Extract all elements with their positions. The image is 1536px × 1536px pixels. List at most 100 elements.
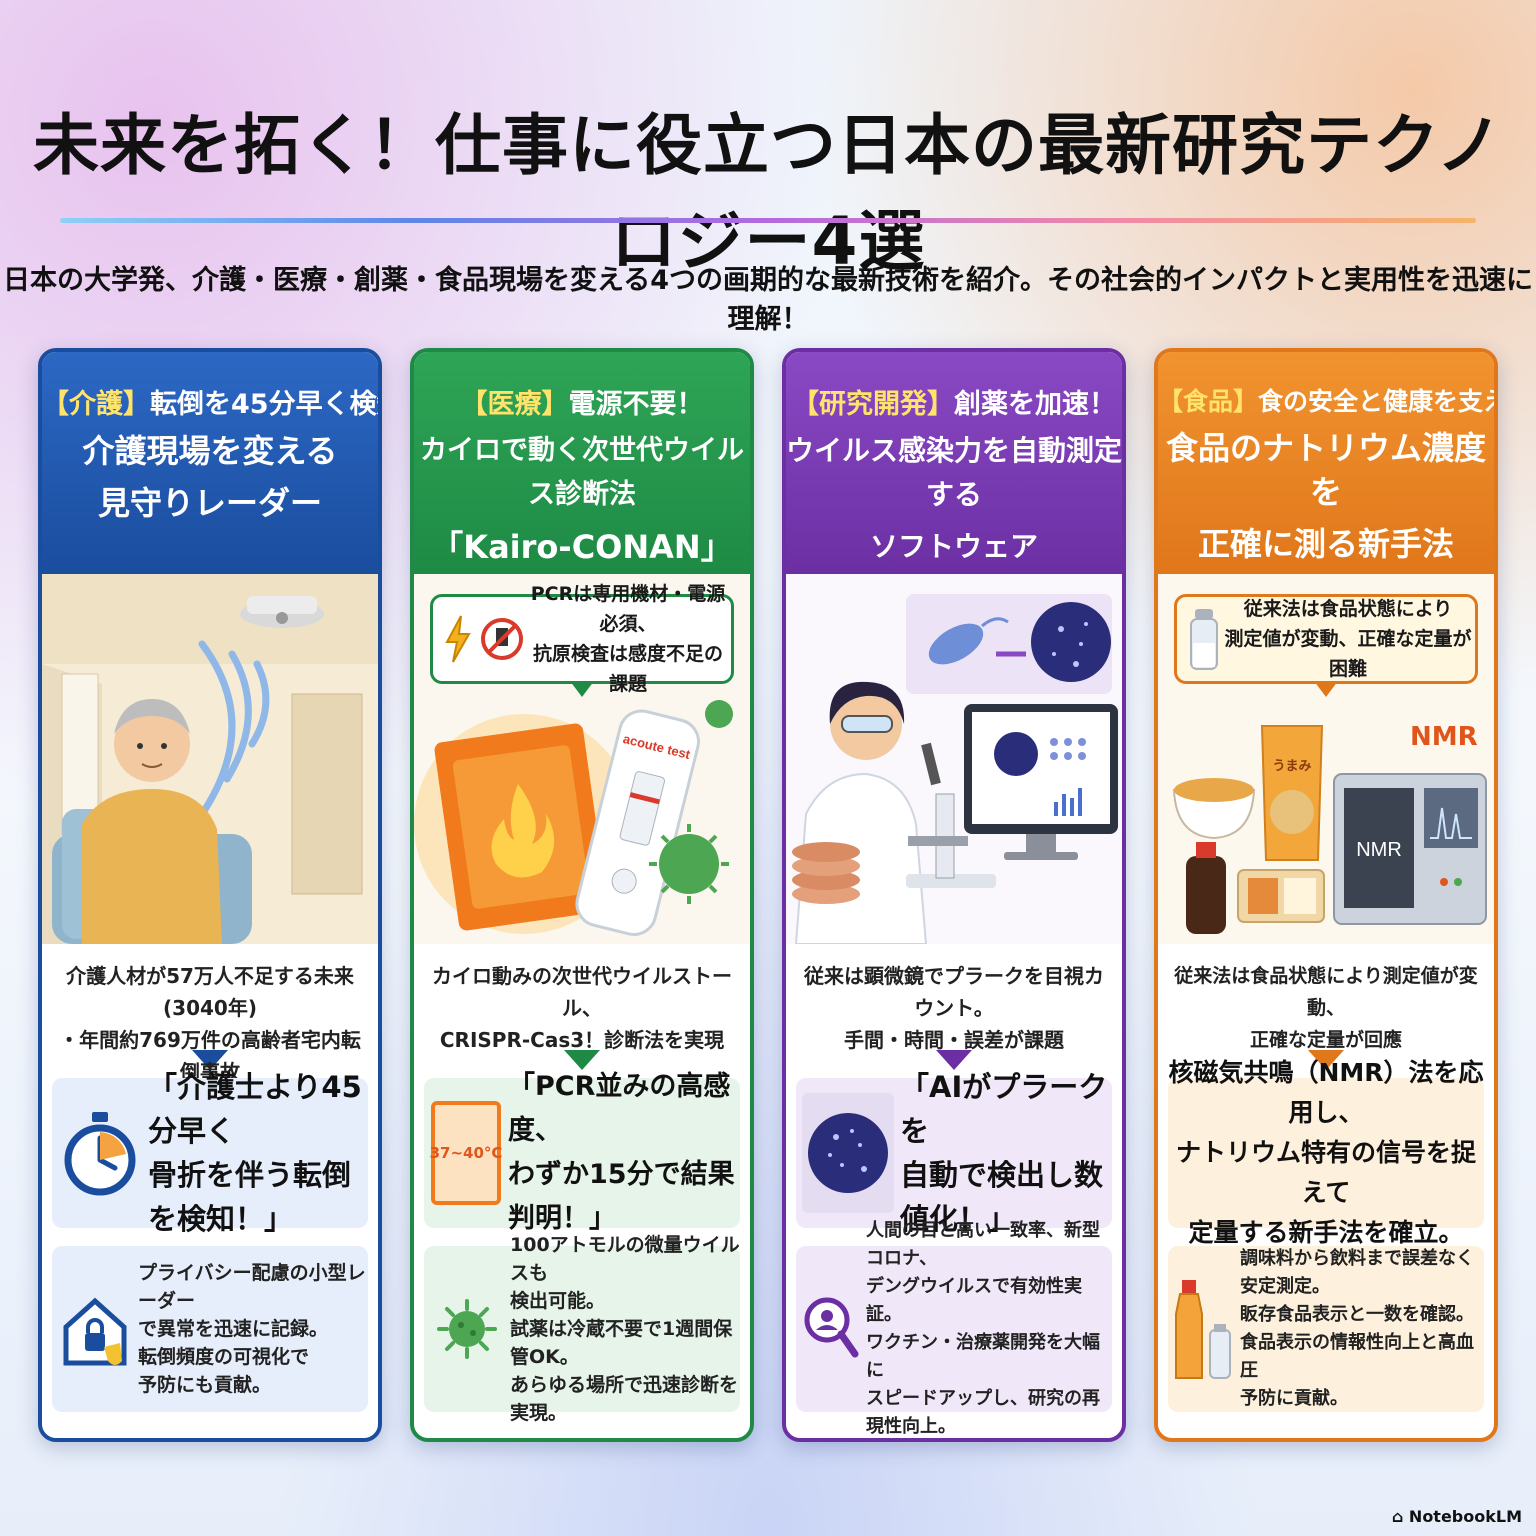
card-problem-2: CRISPR-Cas3！診断法を実現 xyxy=(439,1028,725,1052)
card-highlight: 「介護士より45分早く 骨折を伴う転倒を検知！」 xyxy=(52,1070,368,1236)
card-benefit-3: ワクチン・治療薬開発を大幅に xyxy=(866,1332,1100,1381)
card-highlight-2: わずか15分で結果判明！」 xyxy=(508,1159,735,1234)
page-title: 未来を拓く！仕事に役立つ日本の最新研究テクノロジー4選 xyxy=(32,107,1504,280)
salt-shaker-icon xyxy=(1187,607,1221,671)
card-benefit: 人間の目と高い一致率、新型コロナ、 デングウイルスで有効性実証。 ワクチン・治療… xyxy=(796,1220,1112,1437)
card-highlight: 「AIがプラークを 自動で検出し数値化！」 xyxy=(796,1070,1112,1236)
bubble-text-2: 抗原検査は感度不足の課題 xyxy=(532,643,723,695)
down-arrow-icon xyxy=(192,1050,228,1070)
bento-box-icon xyxy=(1237,869,1325,923)
card-benefit-1: 調味料から飲料まで誤差なく安定測定。 xyxy=(1240,1248,1474,1297)
card-highlight-3: 定量する新手法を確立。 xyxy=(1188,1218,1464,1247)
card-main-title-2: 「Kairo-CONAN」 xyxy=(431,528,733,566)
card-benefit-4: 予防にも貢献。 xyxy=(138,1374,272,1396)
nmr-machine-label: NMR xyxy=(1356,839,1402,861)
bubble-text-2: 測定値が変動、正確な定量が困難 xyxy=(1224,628,1472,680)
footer-brand-text: NotebookLM xyxy=(1408,1507,1522,1526)
virus-icon xyxy=(424,1297,510,1361)
card-benefit-4: スピードアップし、研究の再現性向上。 xyxy=(866,1388,1100,1437)
card-highlight-1: 「PCR並みの高感度、 xyxy=(508,1071,731,1146)
magnifier-person-icon xyxy=(796,1294,866,1364)
card-problem-1: 従来は顕微鏡でプラークを目視カウント。 xyxy=(804,964,1104,1020)
card-food: 【食品】食の安全と健康を支える！ 食品のナトリウム濃度を 正確に測る新手法 従来… xyxy=(1154,348,1498,1442)
down-arrow-icon xyxy=(936,1050,972,1070)
card-highlight-2: ナトリウム特有の信号を捉えて xyxy=(1175,1138,1476,1207)
snack-bag-icon: うまみ xyxy=(1260,725,1324,861)
petri-dish-stack-icon xyxy=(792,842,860,904)
card-benefit-2: 眅存食品表示と一数を確認。 xyxy=(1240,1304,1474,1325)
card-highlight-1: 核磁気共鳴（NMR）法を応用し、 xyxy=(1168,1058,1484,1127)
virus-icon xyxy=(649,700,733,904)
elderly-person-icon xyxy=(82,699,222,944)
card-tag: 【介護】 xyxy=(42,389,150,420)
card-tag: 【医療】 xyxy=(460,389,569,420)
card-benefit-4: あらゆる場所で迅速診断を実現。 xyxy=(510,1374,739,1424)
house-lock-icon xyxy=(52,1289,138,1369)
snack-bag-label: うまみ xyxy=(1272,758,1311,773)
radar-sensor-icon xyxy=(240,596,324,628)
card-headline: 創薬を加速！ xyxy=(954,389,1116,420)
plaque-dish-icon xyxy=(796,1093,900,1213)
card-main-title-2: 見守りレーダー xyxy=(97,484,322,522)
nmr-machine-icon: NMR xyxy=(1333,773,1487,925)
card-benefit-4: 予防に貢献。 xyxy=(1240,1388,1348,1409)
card-benefit: プライバシー配慮の小型レーダー で異常を迅速に記録。 転倒頻度の可視化で 予防に… xyxy=(52,1246,368,1412)
nmr-label: NMR xyxy=(1410,722,1478,752)
card-highlight: 37~40°C 「PCR並みの高感度、 わずか15分で結果判明！」 xyxy=(424,1071,740,1234)
bacteria-icon xyxy=(928,617,1009,665)
card-tag: 【食品】 xyxy=(1158,387,1259,416)
down-arrow-icon xyxy=(1308,1050,1344,1070)
card-benefit: 100アトモルの微量ウイルスも 検出可能。 試薬は冷蔵不要で1週間保管OK。 あ… xyxy=(424,1234,740,1424)
card-headline: 電源不要！ xyxy=(568,389,704,420)
title-divider xyxy=(60,218,1476,223)
soy-sauce-bottle-icon xyxy=(1186,842,1226,934)
card-benefit-1: 100アトモルの微量ウイルスも xyxy=(510,1234,740,1284)
card-highlight-1: 「介護士より45分早く xyxy=(148,1070,362,1148)
scientist-icon xyxy=(794,681,928,944)
card-highlight: 核磁気共鳴（NMR）法を応用し、 ナトリウム特有の信号を捉えて 定量する新手法を… xyxy=(1168,1058,1484,1247)
heat-pack-icon xyxy=(414,714,634,934)
illustration-kairo-test: PCRは専用機材・電源必須、 抗原検査は感度不足の課題 acoute test xyxy=(414,574,750,944)
card-main-title-1: 介護現場を変える xyxy=(82,432,338,470)
footer-brand: ⌂ NotebookLM xyxy=(1392,1507,1522,1526)
illustration-elder-radar xyxy=(42,574,378,944)
page-subtitle: 日本の大学発、介護・医療・創薬・食品現場を変える4つの画期的な最新技術を紹介。そ… xyxy=(3,265,1533,335)
computer-monitor-icon xyxy=(964,704,1118,860)
card-benefit-2: 検出可能。 xyxy=(510,1290,606,1312)
no-plug-icon xyxy=(479,616,525,662)
card-care: 【介護】転倒を45分早く検知！ 介護現場を変える 見守りレーダー xyxy=(38,348,382,1442)
card-food-header: 【食品】食の安全と健康を支える！ 食品のナトリウム濃度を 正確に測る新手法 xyxy=(1158,352,1494,574)
card-headline: 転倒を45分早く検知！ xyxy=(150,389,378,420)
card-main-title-2: 正確に測る新手法 xyxy=(1197,525,1454,563)
condiment-bottles-icon xyxy=(1168,1274,1240,1384)
card-benefit-3: 転倒頻度の可視化で xyxy=(138,1346,310,1368)
stopwatch-icon xyxy=(52,1110,148,1196)
illustration-researcher xyxy=(786,574,1122,944)
bubble-text-1: 従来法は食品状態により xyxy=(1243,598,1453,620)
card-benefit-2: で異常を迅速に記録。 xyxy=(138,1318,329,1340)
card-care-header: 【介護】転倒を45分早く検知！ 介護現場を変える 見守りレーダー xyxy=(42,352,378,574)
card-benefit: 調味料から飲料まで誤差なく安定測定。 眅存食品表示と一数を確認。 食品表示の情報… xyxy=(1168,1246,1484,1412)
card-problem-1: 従来法は食品状態により測定値が変動、 xyxy=(1174,965,1478,1019)
card-research-header: 【研究開発】創薬を加速！ ウイルス感染力を自動測定する ソフトウェア「plaQu… xyxy=(786,352,1123,607)
test-kit-icon: acoute test xyxy=(575,709,700,936)
card-problem-2: 手間・時間・誤差が課題 xyxy=(844,1028,1064,1052)
card-benefit-1: 人間の目と高い一致率、新型コロナ、 xyxy=(866,1220,1100,1269)
card-benefit-3: 食品表示の情報性向上と高血圧 xyxy=(1240,1332,1474,1381)
bubble-text-1: PCRは専用機材・電源必須、 xyxy=(530,583,726,635)
card-main-title-1: ウイルス感染力を自動測定する xyxy=(786,434,1123,511)
card-headline: 食の安全と健康を支える！ xyxy=(1258,387,1494,416)
card-highlight-1: 「AIがプラークを xyxy=(900,1070,1108,1148)
card-highlight-2: 骨折を伴う転倒を検知！」 xyxy=(148,1158,352,1236)
microscope-icon xyxy=(906,742,996,888)
down-arrow-icon xyxy=(564,1050,600,1070)
notebooklm-logo-icon: ⌂ xyxy=(1391,1507,1409,1526)
card-benefit-1: プライバシー配慮の小型レーダー xyxy=(138,1262,366,1312)
card-main-title-1: カイロで動く次世代ウイルス診断法 xyxy=(420,435,744,510)
card-problem-2: 正確な定量が回應 xyxy=(1249,1029,1402,1051)
card-tag: 【研究開発】 xyxy=(792,389,954,420)
card-benefit-2: デングウイルスで有効性実証。 xyxy=(866,1276,1082,1325)
card-research: 【研究開発】創薬を加速！ ウイルス感染力を自動測定する ソフトウェア「plaQu… xyxy=(782,348,1126,1442)
temperature-label: 37~40°C xyxy=(429,1144,503,1162)
card-problem-1: カイロ動みの次世代ウイルストール、 xyxy=(432,964,732,1020)
